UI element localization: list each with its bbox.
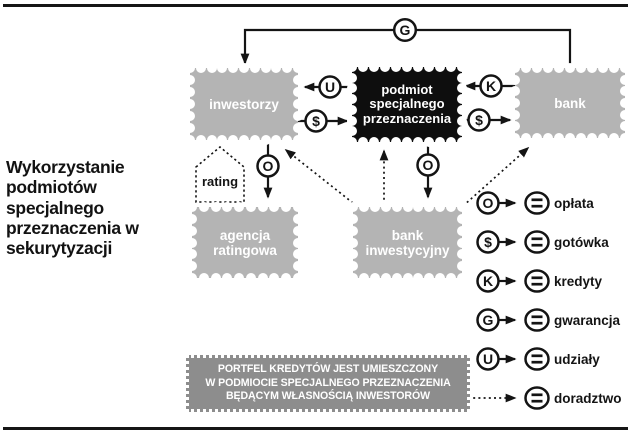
- note-banner-line3: BĘDĄCYM WŁASNOŚCIĄ INWESTORÓW: [225, 390, 431, 403]
- svg-text:doradztwo: doradztwo: [554, 391, 622, 406]
- equals-icon: [524, 308, 550, 332]
- svg-text:K: K: [486, 78, 496, 94]
- rating-callout-label: rating: [202, 174, 238, 189]
- svg-text:U: U: [483, 351, 493, 367]
- svg-text:gwarancja: gwarancja: [554, 313, 621, 328]
- svg-text:$: $: [475, 112, 483, 128]
- box-rating-agency-line1: agencja: [219, 227, 271, 243]
- box-rating-agency: agencja ratingowa: [187, 202, 303, 283]
- legend-item-gwarancja: G gwarancja: [476, 308, 621, 332]
- box-bank: bank: [510, 63, 630, 143]
- box-investment-bank: bank inwestycyjny: [348, 202, 467, 283]
- advisory-arrow-to-bank: [462, 146, 530, 207]
- box-investment-bank-line2: inwestycyjny: [365, 242, 450, 258]
- svg-text:udziały: udziały: [554, 352, 600, 367]
- cash-badge-right: $: [467, 108, 491, 132]
- equals-icon: [524, 191, 550, 215]
- note-banner-line1: PORTFEL KREDYTÓW JEST UMIESZCZONY: [217, 363, 439, 376]
- bottom-rule: [3, 427, 628, 430]
- fee-badge-left: O: [256, 154, 280, 178]
- box-investors: inwestorzy: [185, 63, 303, 145]
- rating-callout: rating: [195, 145, 245, 203]
- equals-icon: [524, 386, 550, 410]
- legend-item-kredyty: K kredyty: [476, 269, 603, 293]
- svg-text:$: $: [484, 234, 492, 250]
- box-spv-line1: podmiot: [381, 81, 433, 97]
- legend-item-udzialy: U udziały: [476, 347, 600, 371]
- equals-icon: [524, 230, 550, 254]
- svg-text:O: O: [483, 195, 494, 211]
- credits-badge: K: [479, 74, 503, 98]
- rating-callout-shape: [195, 145, 245, 203]
- legend-item-doradztwo: doradztwo: [468, 386, 622, 410]
- svg-text:O: O: [423, 157, 434, 173]
- box-investment-bank-line1: bank: [391, 227, 424, 243]
- box-special-purpose-entity: podmiot specjalnego przeznaczenia: [347, 62, 467, 147]
- box-spv-line2: specjalnego: [369, 96, 445, 112]
- legend-item-gotowka: $ gotówka: [476, 230, 609, 254]
- svg-text:K: K: [483, 273, 493, 289]
- svg-text:opłata: opłata: [554, 196, 594, 211]
- svg-text:kredyty: kredyty: [554, 274, 603, 289]
- svg-text:G: G: [483, 312, 494, 328]
- box-rating-agency-line2: ratingowa: [213, 242, 277, 258]
- guarantee-badge: G: [392, 17, 418, 43]
- shares-badge: U: [318, 75, 342, 99]
- box-spv-line3: przeznaczenia: [362, 110, 452, 126]
- legend: O opłata $ gotówka: [468, 191, 622, 410]
- note-banner: PORTFEL KREDYTÓW JEST UMIESZCZONY W PODM…: [186, 355, 470, 412]
- svg-text:O: O: [263, 158, 274, 174]
- svg-text:gotówka: gotówka: [554, 235, 609, 250]
- svg-text:G: G: [400, 22, 411, 38]
- svg-text:$: $: [312, 113, 320, 129]
- figure-title: Wykorzystanie podmiotów specjalnego prze…: [6, 157, 139, 259]
- equals-icon: [524, 269, 550, 293]
- cash-badge-left: $: [304, 109, 328, 133]
- box-investors-label: inwestorzy: [209, 96, 279, 112]
- svg-text:U: U: [325, 79, 335, 95]
- note-banner-line2: W PODMIOCIE SPECJALNEGO PRZEZNACZENIA: [205, 376, 451, 389]
- top-rule: [3, 4, 628, 7]
- fee-badge-right: O: [416, 153, 440, 177]
- advisory-arrow-to-investors: [284, 148, 354, 204]
- legend-item-oplata: O opłata: [476, 191, 594, 215]
- box-bank-label: bank: [554, 95, 586, 111]
- equals-icon: [524, 347, 550, 371]
